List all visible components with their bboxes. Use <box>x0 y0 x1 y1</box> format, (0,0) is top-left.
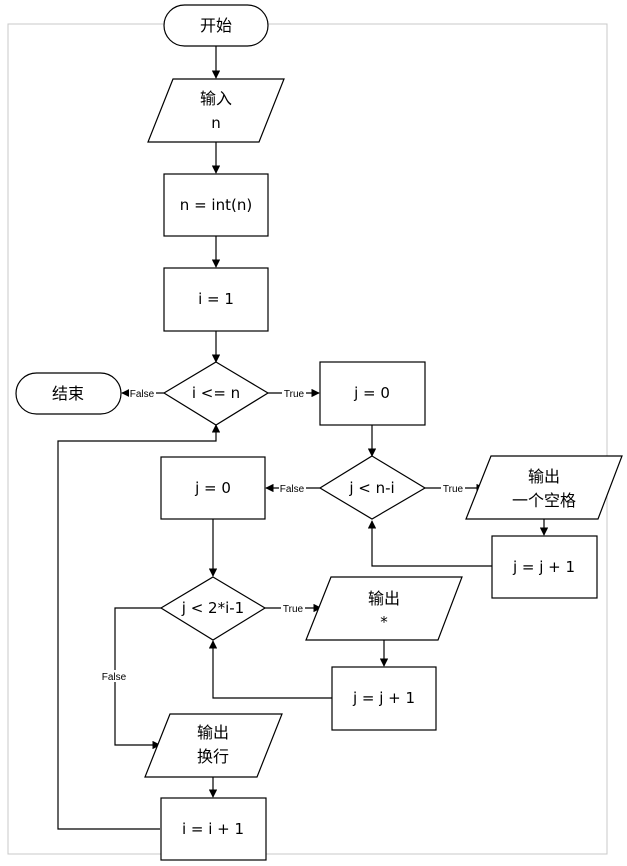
init-j-space-label: j = 0 <box>353 384 390 402</box>
inc-j-space-node: j = j + 1 <box>491 535 598 599</box>
init-i-label: i = 1 <box>198 290 234 308</box>
cond-star-false-label: False <box>102 672 127 683</box>
start-label: 开始 <box>200 16 232 35</box>
diagram-frame <box>7 23 608 855</box>
cond-star-label: j < 2*i-1 <box>181 599 244 617</box>
input-n-node: 输入 n <box>147 78 285 143</box>
output-newline-line1: 输出 <box>197 723 229 742</box>
inc-j-star-label: j = j + 1 <box>352 689 415 707</box>
cond-space-decision: j < n-i <box>318 455 427 520</box>
edge-inc-j-loop-space <box>367 520 492 567</box>
output-star-line1: 输出 <box>368 589 400 608</box>
connectors <box>57 46 549 830</box>
output-space-line1: 输出 <box>528 467 560 486</box>
output-star-line2: * <box>380 613 388 631</box>
end-terminal: 结束 <box>15 372 122 415</box>
output-space-node: 输出 一个空格 <box>465 455 623 520</box>
output-star-node: 输出 * <box>305 576 463 641</box>
inc-i-label: i = i + 1 <box>182 820 244 838</box>
cond-i-label: i <= n <box>192 384 240 402</box>
inc-i-node: i = i + 1 <box>160 797 267 861</box>
edge-labels: False True True False True False <box>100 387 465 683</box>
edge-inc-j-loop-star <box>208 640 332 699</box>
convert-label: n = int(n) <box>180 196 252 214</box>
init-i-node: i = 1 <box>163 267 269 332</box>
start-terminal: 开始 <box>163 4 269 47</box>
cond-star-true-label: True <box>283 604 304 615</box>
cond-i-decision: i <= n <box>162 361 270 426</box>
cond-i-true-label: True <box>284 389 305 400</box>
end-label: 结束 <box>52 384 84 403</box>
output-space-line2: 一个空格 <box>512 491 576 510</box>
inc-j-star-node: j = j + 1 <box>331 666 437 731</box>
input-n-line2: n <box>211 114 221 132</box>
output-newline-node: 输出 换行 <box>144 713 283 778</box>
cond-space-true-label: True <box>443 484 464 495</box>
inc-j-space-label: j = j + 1 <box>512 558 575 576</box>
cond-space-label: j < n-i <box>348 479 394 497</box>
cond-space-false-label: False <box>280 484 305 495</box>
input-n-line1: 输入 <box>200 89 232 108</box>
init-j-star-label: j = 0 <box>194 479 231 497</box>
convert-node: n = int(n) <box>163 173 269 237</box>
cond-star-decision: j < 2*i-1 <box>159 576 267 641</box>
edge-inc-i-loop <box>57 424 221 830</box>
cond-i-false-label: False <box>130 389 155 400</box>
init-j-space-node: j = 0 <box>319 361 426 426</box>
init-j-star-node: j = 0 <box>160 456 266 520</box>
output-newline-line2: 换行 <box>197 747 229 766</box>
